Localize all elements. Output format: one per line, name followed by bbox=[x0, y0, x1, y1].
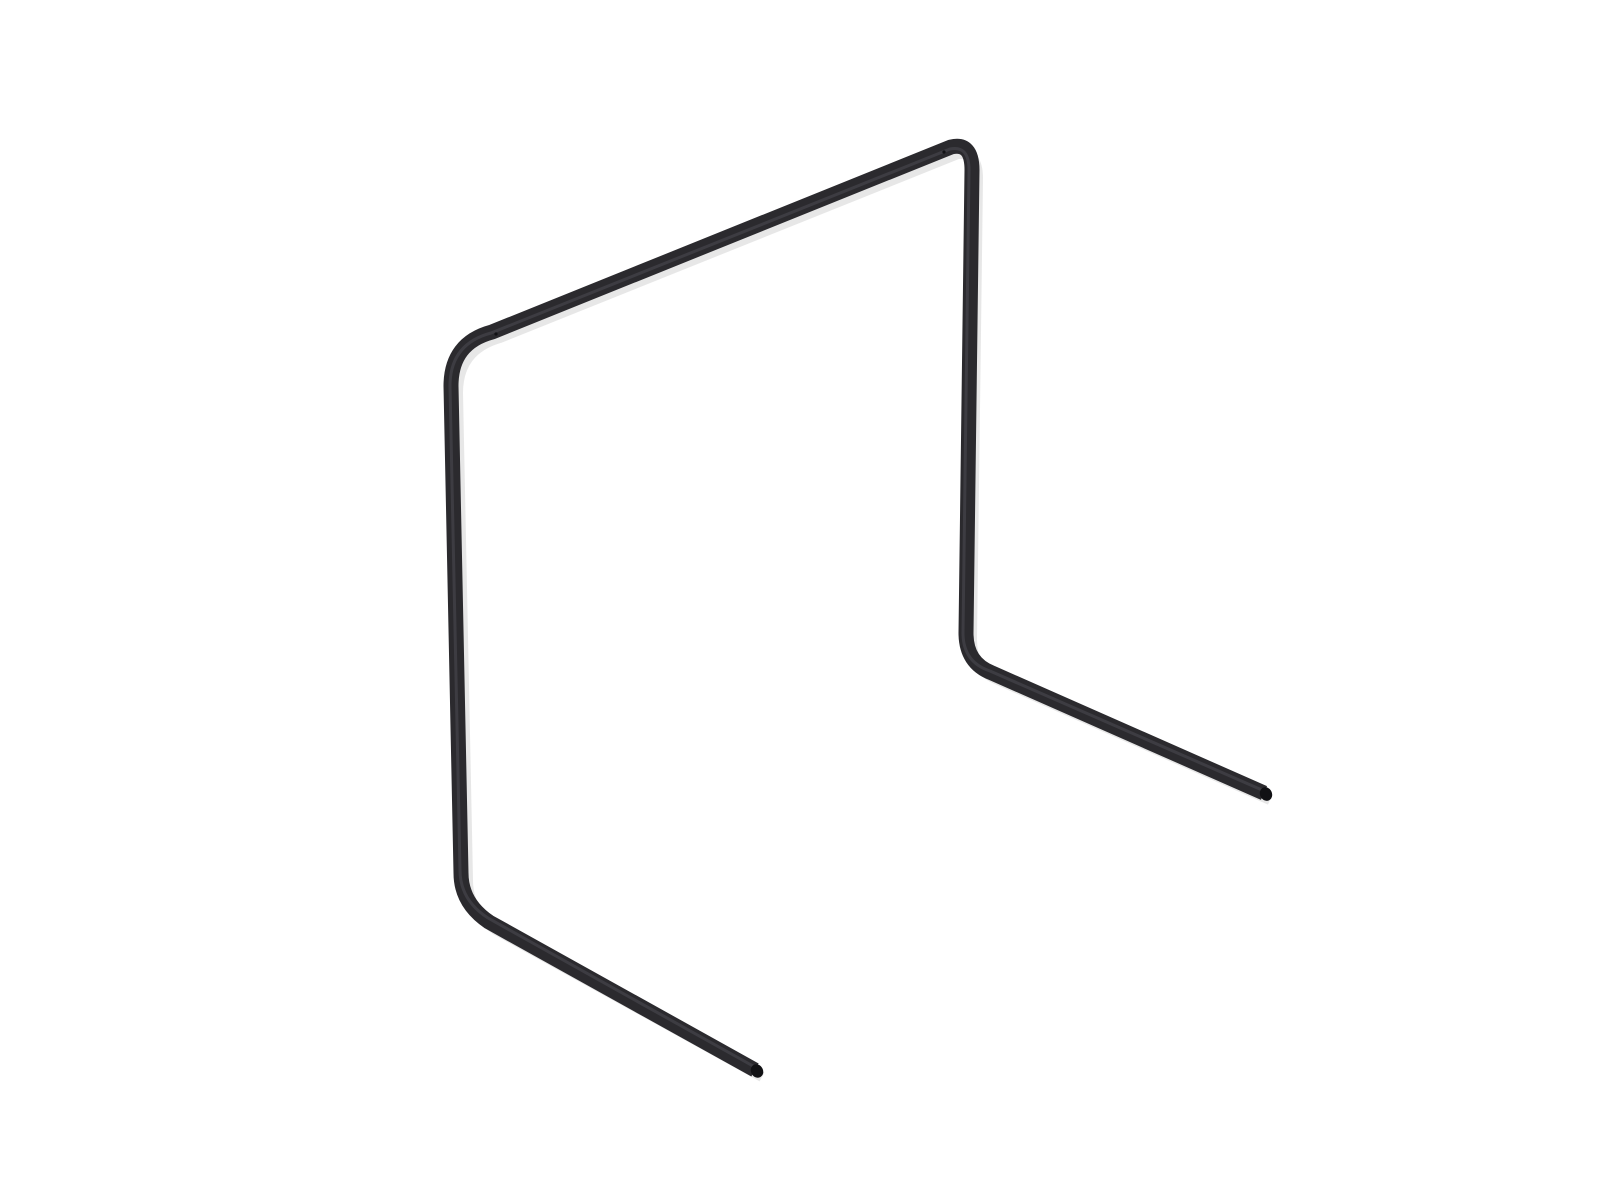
rod-pinhole-right bbox=[942, 150, 946, 154]
rod-end-cap-left bbox=[750, 1064, 764, 1078]
rod-highlight bbox=[448, 146, 1263, 1068]
rod-pinhole-left bbox=[494, 332, 498, 336]
rod-body bbox=[443, 138, 1268, 1077]
rod-end-cap-right bbox=[1259, 787, 1273, 801]
